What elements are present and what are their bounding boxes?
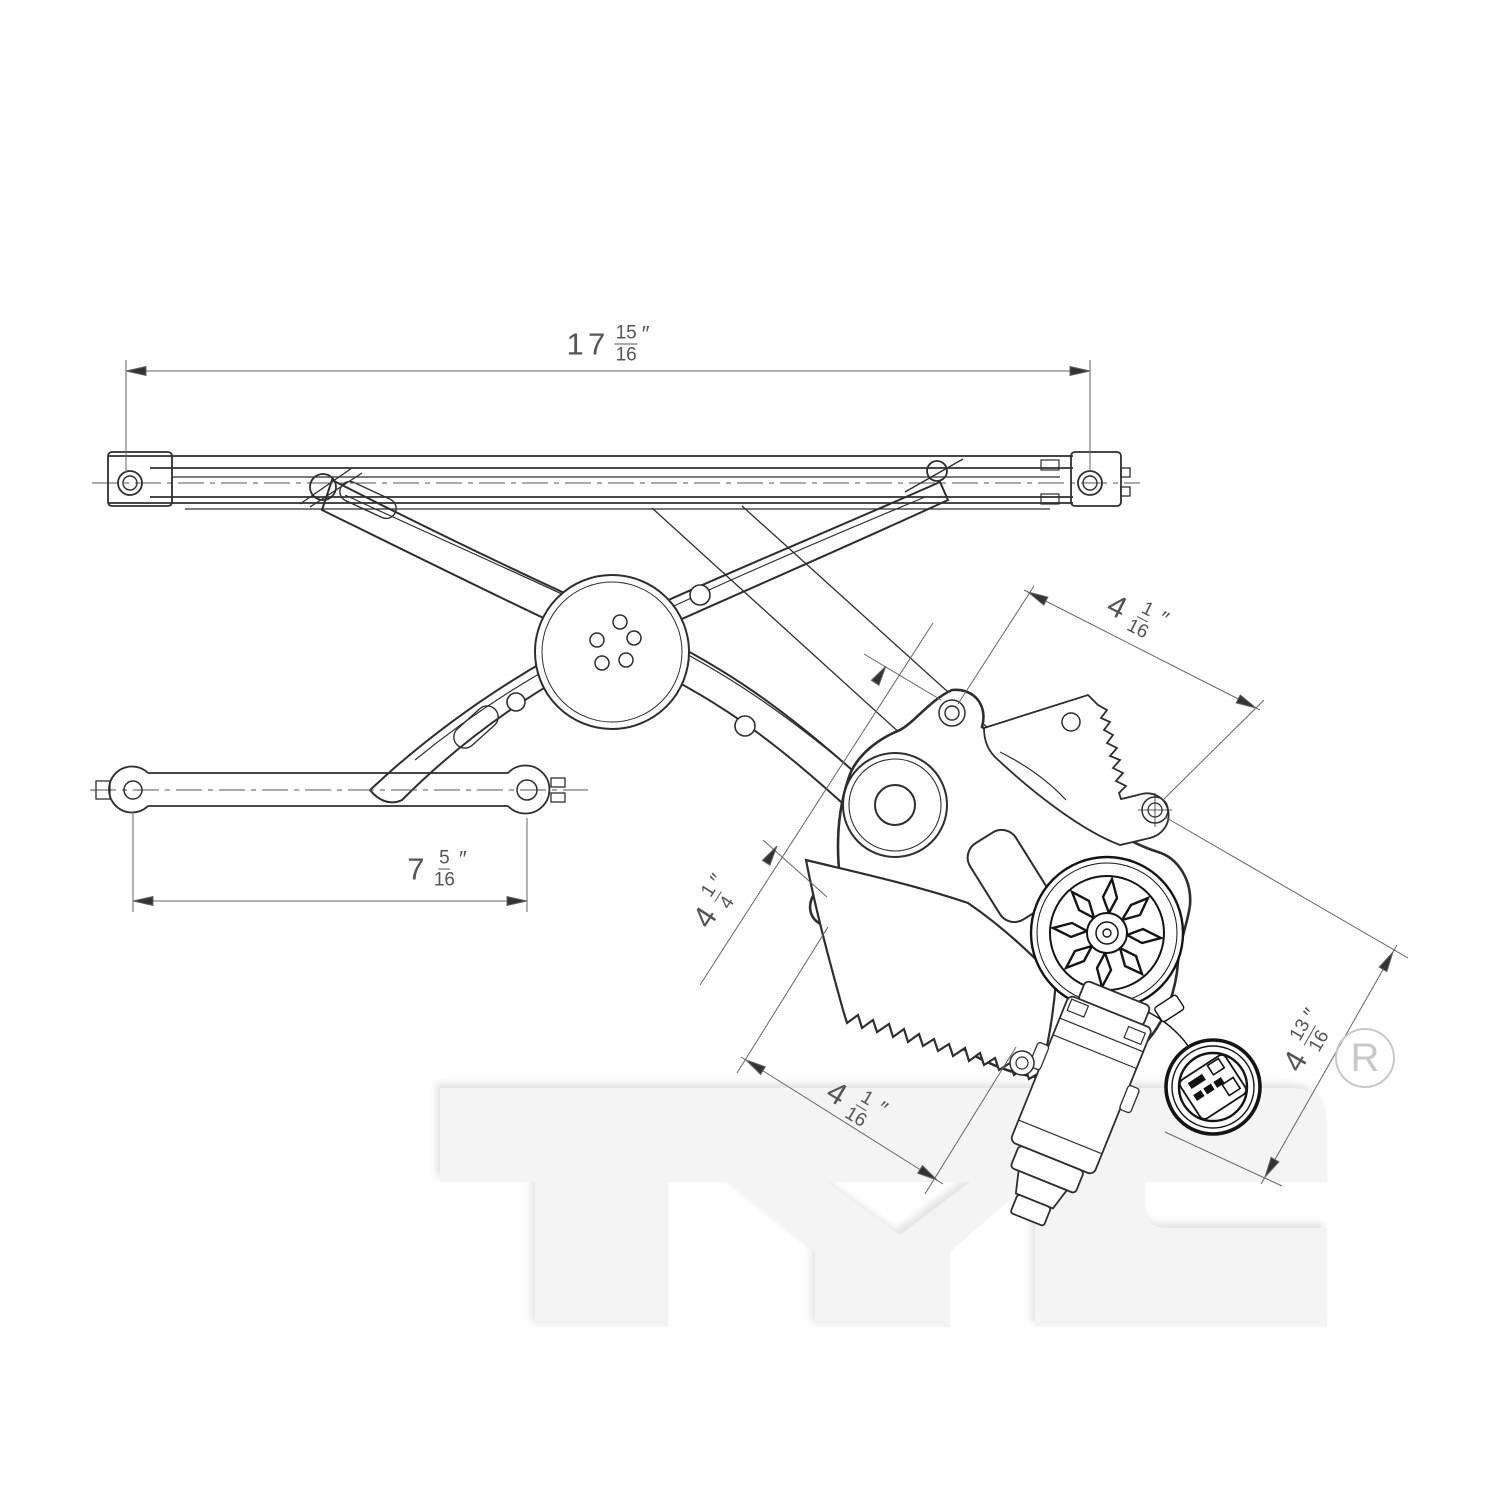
gear-rack-bracket <box>983 693 1172 846</box>
motor-body <box>1010 980 1152 1227</box>
front-arm-pivot-hole <box>309 473 337 501</box>
wiring-connector <box>1147 994 1262 1136</box>
rear-arm-pivot-hole <box>926 460 948 482</box>
dim-plate-lower <box>736 926 1017 1195</box>
dim-rail-top <box>125 360 1091 472</box>
sector-gear <box>804 858 1058 1081</box>
watermark-letter-C <box>1035 1182 1327 1327</box>
dimension-annotations <box>125 360 1409 1195</box>
fan-blades <box>1049 875 1165 991</box>
mounting-bolt-upper <box>938 699 966 727</box>
dim-rail-bottom <box>132 812 528 912</box>
center-pivot <box>534 574 690 730</box>
upper-rail <box>92 451 1140 510</box>
watermark-letter-Y <box>728 1182 1030 1327</box>
dim-plate-right <box>1164 816 1409 1187</box>
motor-fan <box>1029 855 1185 1011</box>
gearbox-bolt <box>1009 1050 1035 1076</box>
plate-hub <box>842 752 1050 924</box>
dim-plate-upper <box>957 585 1265 801</box>
lower-rail <box>90 764 588 815</box>
watermark-letter-T <box>535 1182 668 1327</box>
dim-plate-left <box>699 622 942 986</box>
plate-window-hole <box>966 828 1050 924</box>
